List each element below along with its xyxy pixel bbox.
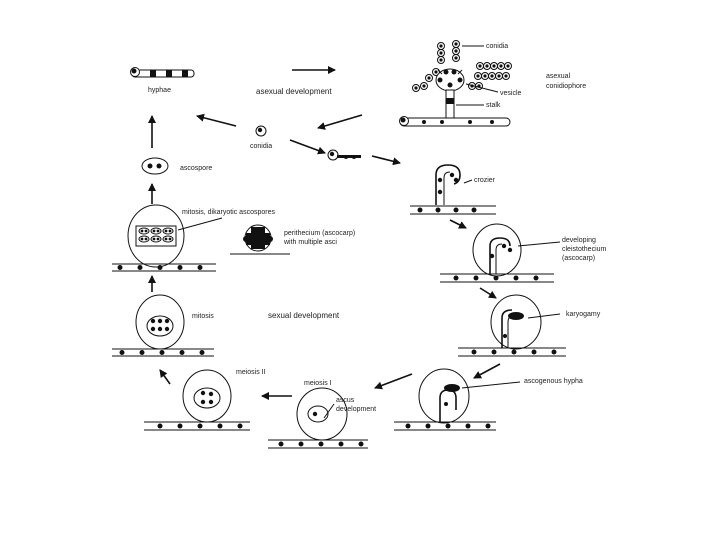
cleistothecium-label-2: cleistothecium <box>562 246 607 253</box>
crozier-label: crozier <box>474 177 496 184</box>
meiosis-i-cell <box>296 387 348 441</box>
ascospore-illustration <box>141 157 169 175</box>
conidia-top-label: conidia <box>486 43 508 50</box>
perithecium-illustration <box>230 224 290 255</box>
leader-cleistothecium <box>517 241 561 247</box>
leader-karyogamy <box>527 313 561 319</box>
leader-dikaryotic <box>177 217 223 231</box>
ascogenous-hypha-illustration <box>418 368 470 424</box>
perithecium-label-2: with multiple asci <box>283 239 337 246</box>
asexual-conidiophore-label-2: conidiophore <box>546 83 586 90</box>
meiosis-ii-cell <box>182 369 232 423</box>
asexual-development-label: asexual development <box>256 87 332 96</box>
substrate-3 <box>144 421 250 431</box>
ascospore-label: ascospore <box>180 165 212 172</box>
asexual-conidiophore-label-1: asexual <box>546 73 571 80</box>
meiosis-i-label: meiosis I <box>304 380 332 387</box>
vesicle-label: vesicle <box>500 90 522 97</box>
conidiophore-illustration <box>399 40 512 127</box>
leader-ascus-development <box>323 403 335 419</box>
hyphae-illustration <box>130 67 195 78</box>
arrow-to-conidia <box>317 114 363 130</box>
perithecium-label-1: perithecium (ascocarp) <box>284 230 355 237</box>
karyogamy-label: karyogamy <box>566 311 601 318</box>
stalk-label: stalk <box>486 102 501 109</box>
ascus-development-label-1: ascus <box>336 397 355 404</box>
arrow-conidia-to-hyphae <box>196 113 237 127</box>
sexual-development-label: sexual development <box>268 311 340 320</box>
substrate-2 <box>112 348 214 357</box>
mitosis-cell <box>135 294 185 350</box>
conidia-chains <box>412 40 512 92</box>
substrate-8 <box>394 421 496 431</box>
cleistothecium-label-1: developing <box>562 237 596 244</box>
leader-ascogenous <box>461 381 521 389</box>
arrow-to-karyogamy <box>479 287 497 299</box>
leader-crozier <box>463 179 473 184</box>
germinating-conidium <box>327 149 361 161</box>
conidium-mid <box>255 125 267 137</box>
substrate-5 <box>410 205 496 215</box>
ascus-development-label-2: development <box>336 406 376 413</box>
substrate-7 <box>458 347 566 357</box>
arrow-to-crozier <box>371 155 401 166</box>
conidia-mid-label: conidia <box>250 143 272 150</box>
meiosis-ii-label: meiosis II <box>236 369 266 376</box>
substrate-6 <box>440 273 554 283</box>
arrow-to-cleistothecium <box>449 219 467 229</box>
substrate-1 <box>112 263 216 272</box>
crozier-illustration <box>435 164 461 205</box>
arrow-to-germinating-conidium <box>289 139 326 155</box>
arrow-to-ascogenous <box>473 363 501 379</box>
cleistothecium-illustration <box>472 223 522 277</box>
mitosis-dikaryotic-label: mitosis, dikaryotic ascospores <box>182 209 275 216</box>
dikaryotic-ascospores-cell <box>127 204 185 268</box>
arrow-to-meiosis-i <box>374 373 413 390</box>
karyogamy-illustration <box>490 294 542 350</box>
arrow-to-mitosis <box>159 369 171 385</box>
cleistothecium-label-3: (ascocarp) <box>562 255 595 262</box>
ascogenous-hypha-label: ascogenous hypha <box>524 378 583 385</box>
mitosis-label: mitosis <box>192 313 214 320</box>
substrate-4 <box>268 439 368 449</box>
hyphae-label: hyphae <box>148 87 171 94</box>
